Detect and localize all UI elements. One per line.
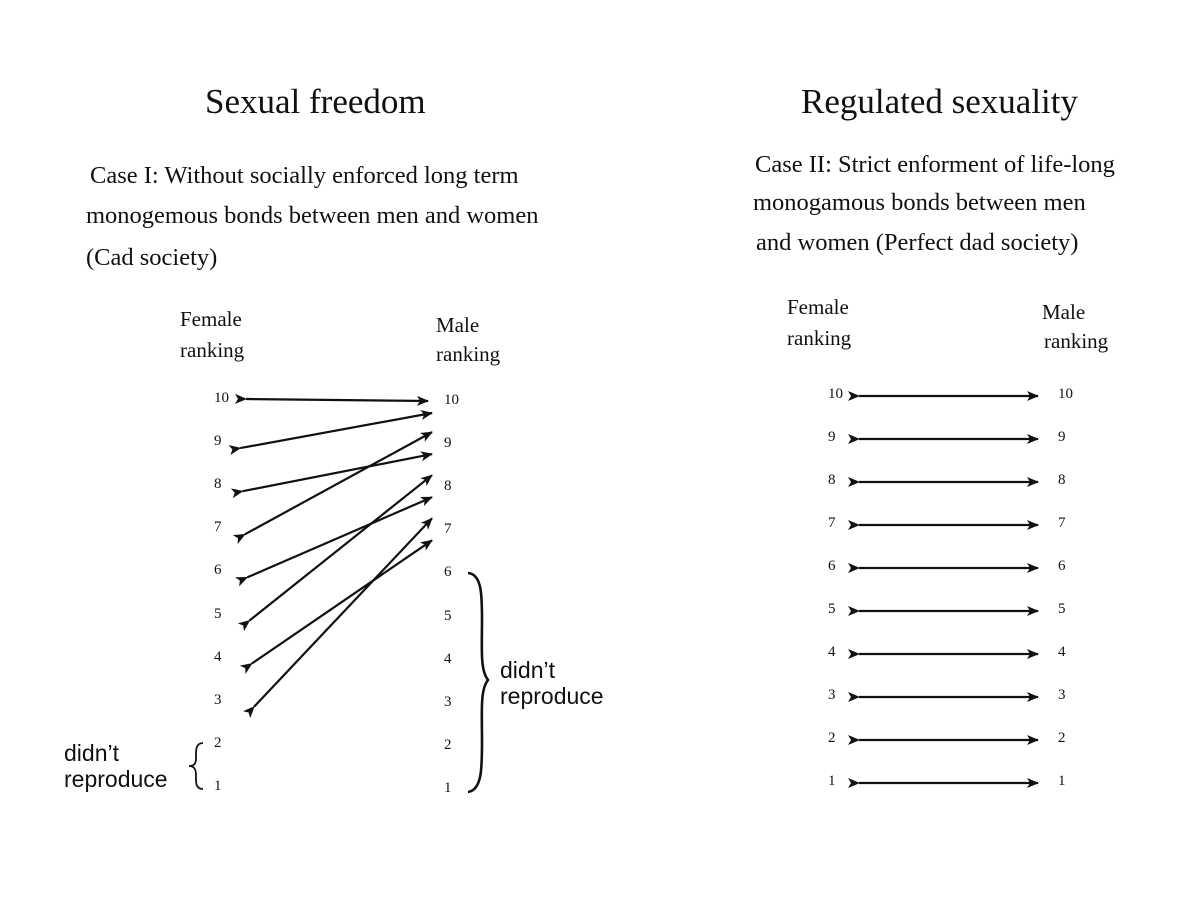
right-male-rank-4: 4 bbox=[1058, 644, 1066, 660]
left-male-note-line-1: didn’t bbox=[500, 657, 555, 683]
right-male-rank-1: 1 bbox=[1058, 773, 1066, 789]
right-male-rank-10: 10 bbox=[1058, 386, 1073, 402]
pairing-arrow-f8-m9 bbox=[230, 451, 433, 499]
left-male-heading-line-1: Male bbox=[436, 313, 480, 337]
right-female-rank-2: 2 bbox=[828, 730, 836, 746]
left-female-note-line-1: didn’t bbox=[64, 740, 119, 766]
right-female-rank-8: 8 bbox=[828, 472, 836, 488]
left-male-rank-2: 2 bbox=[444, 736, 452, 753]
right-female-heading-line-1: Female bbox=[787, 295, 849, 319]
right-male-rank-3: 3 bbox=[1058, 687, 1066, 703]
left-female-rank-6: 6 bbox=[214, 562, 222, 579]
right-female-rank-9: 9 bbox=[828, 429, 836, 445]
right-male-rank-5: 5 bbox=[1058, 601, 1066, 617]
left-female-heading-line-1: Female bbox=[180, 307, 242, 331]
pairing-arrow-f9-m10 bbox=[228, 410, 433, 455]
left-female-rank-5: 5 bbox=[214, 605, 222, 622]
right-male-heading-line-2: ranking bbox=[1044, 329, 1109, 353]
pairing-arrow-f7-m9 bbox=[232, 431, 433, 544]
pairing-arrow-f6-m8 bbox=[235, 496, 433, 587]
left-male-rank-8: 8 bbox=[444, 478, 452, 495]
right-male-heading-line-1: Male bbox=[1042, 300, 1086, 324]
left-male-heading-line-2: ranking bbox=[436, 342, 501, 366]
left-female-heading-line-2: ranking bbox=[180, 338, 245, 362]
pairing-arrow-f4-m7 bbox=[239, 539, 433, 674]
left-female-rank-2: 2 bbox=[214, 734, 222, 751]
left-case-line-3: (Cad society) bbox=[86, 244, 218, 271]
pairing-arrow-f3-m7 bbox=[242, 517, 433, 719]
right-title: Regulated sexuality bbox=[801, 82, 1079, 121]
left-case-line-2: monogemous bonds between men and women bbox=[86, 202, 539, 229]
left-male-rank-10: 10 bbox=[444, 392, 459, 408]
left-female-rank-9: 9 bbox=[214, 433, 222, 450]
left-male-rank-3: 3 bbox=[444, 693, 452, 710]
left-female-rank-8: 8 bbox=[214, 476, 222, 493]
right-female-rank-1: 1 bbox=[828, 773, 836, 789]
right-female-rank-10: 10 bbox=[828, 386, 843, 402]
left-title: Sexual freedom bbox=[205, 82, 426, 121]
right-male-rank-2: 2 bbox=[1058, 730, 1066, 746]
right-male-rank-8: 8 bbox=[1058, 472, 1066, 488]
right-pairing-arrows bbox=[848, 391, 1039, 788]
left-female-rank-1: 1 bbox=[214, 777, 222, 794]
left-male-rank-4: 4 bbox=[444, 650, 452, 667]
left-male-brace bbox=[467, 571, 490, 794]
right-female-heading-line-2: ranking bbox=[787, 326, 852, 350]
left-male-rank-5: 5 bbox=[444, 607, 452, 624]
right-female-rank-7: 7 bbox=[828, 515, 836, 531]
left-female-brace bbox=[188, 742, 204, 790]
left-male-rank-7: 7 bbox=[444, 521, 452, 538]
left-female-rank-7: 7 bbox=[214, 519, 222, 536]
right-case-line-1: Case II: Strict enforment of life-long bbox=[755, 151, 1115, 178]
left-male-note-line-2: reproduce bbox=[500, 683, 604, 709]
left-male-rank-1: 1 bbox=[444, 779, 452, 796]
right-case-line-3: and women (Perfect dad society) bbox=[756, 229, 1079, 256]
right-female-rank-5: 5 bbox=[828, 601, 836, 617]
left-female-rank-10: 10 bbox=[214, 390, 229, 406]
right-female-rank-4: 4 bbox=[828, 644, 836, 660]
right-case-line-2: monogamous bonds between men bbox=[753, 189, 1086, 216]
right-female-rank-3: 3 bbox=[828, 687, 836, 703]
right-female-rank-6: 6 bbox=[828, 558, 836, 574]
left-case-line-1: Case I: Without socially enforced long t… bbox=[90, 162, 519, 189]
right-male-rank-9: 9 bbox=[1058, 429, 1066, 445]
left-female-note-line-2: reproduce bbox=[64, 766, 168, 792]
right-male-rank-7: 7 bbox=[1058, 515, 1066, 531]
left-male-rank-6: 6 bbox=[444, 564, 452, 581]
left-male-rank-9: 9 bbox=[444, 435, 452, 452]
right-male-rank-6: 6 bbox=[1058, 558, 1066, 574]
pairing-arrow-f10-m10 bbox=[234, 393, 429, 406]
left-female-rank-3: 3 bbox=[214, 691, 222, 708]
left-female-rank-4: 4 bbox=[214, 648, 222, 665]
left-pairing-arrows bbox=[228, 393, 433, 719]
